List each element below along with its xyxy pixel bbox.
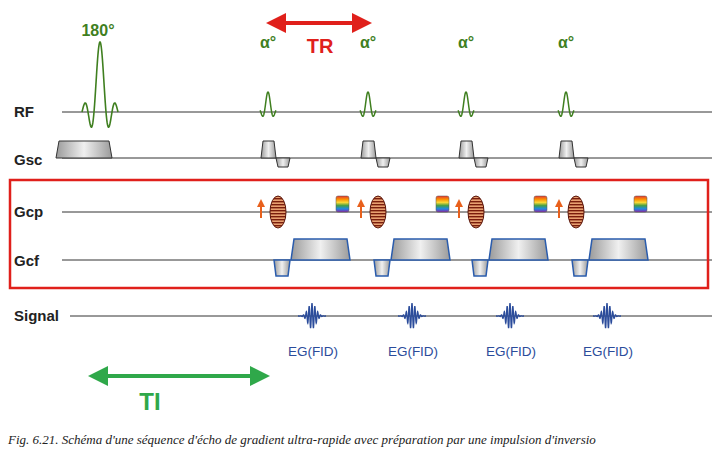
readout-dephase xyxy=(274,260,290,276)
tr-label: TR xyxy=(307,35,334,57)
echo-signal xyxy=(398,303,426,328)
phase-step-arrow xyxy=(260,203,262,218)
phase-rewinder xyxy=(634,196,647,212)
readout-gradient xyxy=(589,239,648,260)
alpha-pulse xyxy=(458,92,474,116)
slice-rephase xyxy=(376,158,390,167)
slice-rephase xyxy=(276,158,290,167)
alpha-pulse xyxy=(558,92,574,116)
ti-label: TI xyxy=(139,389,160,415)
alpha-pulse xyxy=(360,92,376,116)
echo-signal xyxy=(496,303,524,328)
phase-rewinder xyxy=(534,196,547,212)
readout-dephase xyxy=(374,260,390,276)
tr-arrow xyxy=(270,21,368,25)
echo-signal xyxy=(593,303,621,328)
phase-rewinder xyxy=(436,196,449,212)
readout-frame xyxy=(10,180,708,288)
gcp-axis xyxy=(62,212,712,213)
phase-rewinder xyxy=(336,196,349,212)
rf-axis xyxy=(62,112,712,113)
readout-gradient xyxy=(391,239,450,260)
inversion-pulse xyxy=(82,42,118,127)
slice-rephase xyxy=(474,158,488,167)
pulse-angle: α° xyxy=(360,34,376,52)
readout-gradient xyxy=(489,239,548,260)
echo-label: EG(FID) xyxy=(288,345,338,360)
pulse-angle: 180° xyxy=(81,22,114,40)
echo-label: EG(FID) xyxy=(486,345,536,360)
slice-rephase xyxy=(574,158,588,167)
phase-encode xyxy=(370,196,386,228)
phase-step-arrow xyxy=(458,203,460,218)
readout-dephase xyxy=(572,260,588,276)
slice-gradient xyxy=(56,141,112,158)
slice-gradient xyxy=(361,141,376,158)
phase-encode xyxy=(270,196,286,228)
axis-name: Signal xyxy=(14,308,59,325)
phase-encode xyxy=(568,196,584,228)
slice-gradient xyxy=(559,141,574,158)
readout-gradient xyxy=(291,239,350,260)
ti-arrow xyxy=(92,374,266,378)
readout-dephase xyxy=(472,260,488,276)
axis-name: RF xyxy=(14,104,34,121)
phase-step-arrow xyxy=(360,203,362,218)
phase-step-arrow xyxy=(558,203,560,218)
axis-name: Gcf xyxy=(14,253,39,270)
echo-signal xyxy=(298,303,326,328)
pulse-angle: α° xyxy=(260,34,276,52)
slice-gradient xyxy=(261,141,276,158)
figure-caption: Fig. 6.21. Schéma d'une séquence d'écho … xyxy=(8,432,596,448)
pulse-angle: α° xyxy=(558,34,574,52)
axis-name: Gcp xyxy=(14,204,43,221)
alpha-pulse xyxy=(260,92,276,116)
echo-label: EG(FID) xyxy=(583,345,633,360)
slice-gradient xyxy=(459,141,474,158)
pulse-angle: α° xyxy=(458,34,474,52)
phase-encode xyxy=(468,196,484,228)
echo-label: EG(FID) xyxy=(388,345,438,360)
axis-name: Gsc xyxy=(14,152,42,169)
